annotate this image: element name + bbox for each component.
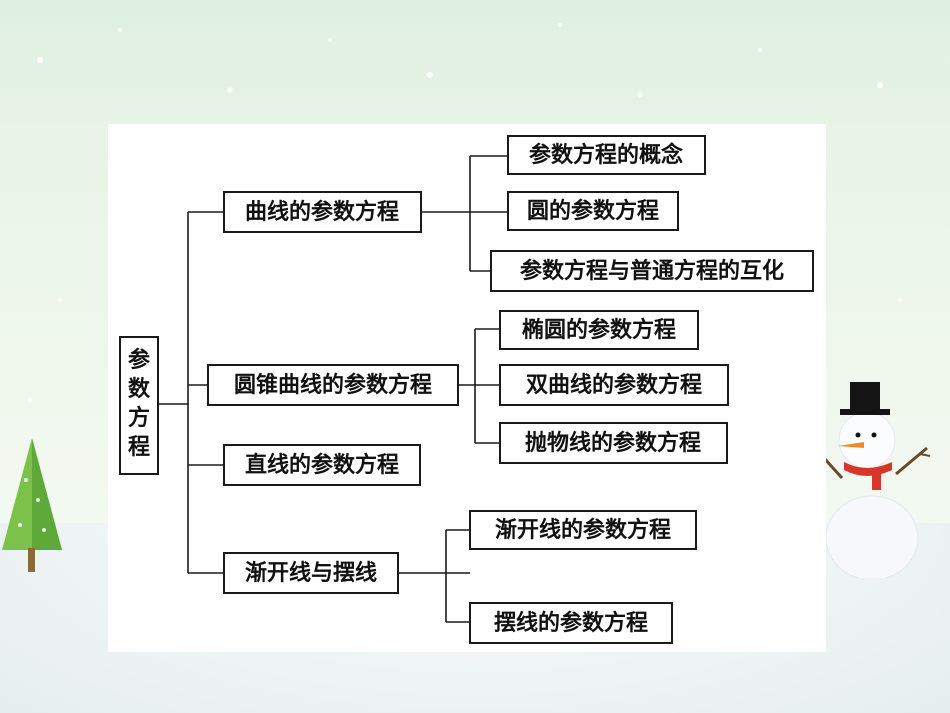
leaf-node: 参数方程的概念	[507, 135, 706, 175]
leaf-label: 椭圆的参数方程	[522, 317, 676, 343]
leaf-node: 摆线的参数方程	[469, 602, 673, 644]
branch-node-involute-cycloid: 渐开线与摆线	[223, 552, 399, 594]
tree-icon	[2, 438, 62, 572]
leaf-label: 圆的参数方程	[527, 198, 659, 224]
leaf-label: 摆线的参数方程	[494, 610, 648, 636]
leaf-node: 渐开线的参数方程	[469, 510, 697, 550]
leaf-node: 椭圆的参数方程	[499, 310, 699, 350]
root-char-3: 方	[128, 405, 150, 431]
root-char-1: 参	[128, 347, 150, 373]
leaf-label: 参数方程与普通方程的互化	[520, 258, 784, 284]
leaf-node: 双曲线的参数方程	[499, 364, 729, 406]
leaf-node: 抛物线的参数方程	[499, 422, 728, 464]
snowman-icon	[822, 382, 931, 578]
leaf-node: 参数方程与普通方程的互化	[490, 250, 814, 292]
branch-node-line: 直线的参数方程	[223, 444, 421, 486]
concept-tree-diagram: 参 数 方 程 曲线的参数方程 圆锥曲线的参数方程 直线的参数方程 渐开线与摆线…	[119, 135, 814, 644]
branch-label: 曲线的参数方程	[245, 199, 399, 225]
branch-label: 直线的参数方程	[245, 452, 399, 478]
root-char-2: 数	[128, 376, 151, 402]
connector-lines	[158, 155, 508, 623]
root-node: 参 数 方 程	[119, 336, 159, 475]
branch-node-curve: 曲线的参数方程	[223, 191, 422, 233]
branch-node-conic: 圆锥曲线的参数方程	[207, 364, 459, 406]
leaf-node: 圆的参数方程	[507, 191, 679, 231]
branch-label: 渐开线与摆线	[245, 560, 377, 586]
root-char-4: 程	[128, 434, 150, 460]
leaf-label: 双曲线的参数方程	[526, 372, 702, 398]
branch-label: 圆锥曲线的参数方程	[234, 372, 432, 398]
leaf-label: 参数方程的概念	[529, 142, 683, 168]
leaf-label: 渐开线的参数方程	[495, 517, 671, 543]
leaf-label: 抛物线的参数方程	[525, 430, 701, 456]
